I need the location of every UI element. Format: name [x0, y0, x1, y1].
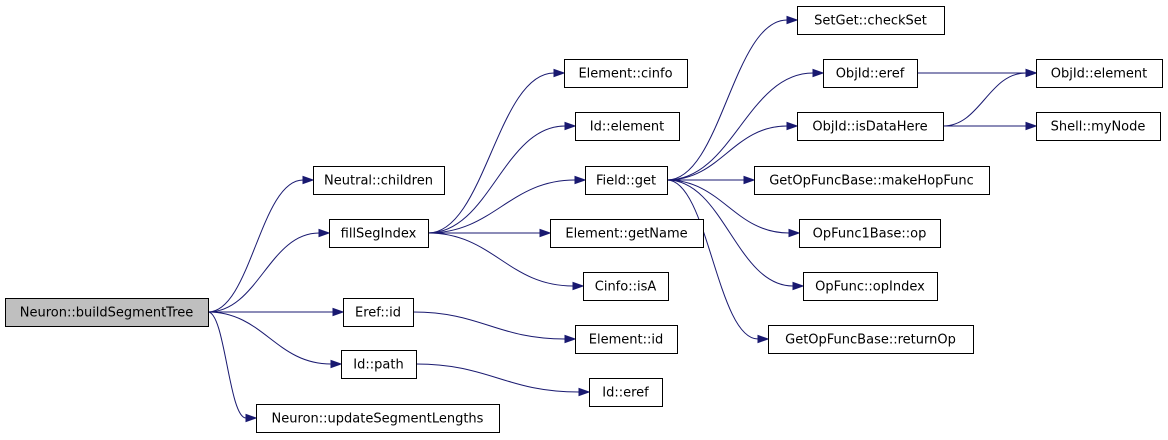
edges-layer [207, 15, 1038, 423]
edge-root-to-erefid [207, 307, 345, 317]
node-box [1036, 112, 1161, 141]
edge-fieldget-to-objeref [666, 68, 825, 181]
node-label: OpFunc1Base::op [813, 227, 927, 242]
node-children[interactable]: Neutral::children [313, 166, 445, 195]
node-opindex[interactable]: OpFunc::opIndex [803, 272, 938, 301]
edge-isdata-to-objelem [942, 68, 1038, 127]
node-box [341, 350, 417, 379]
node-idpath[interactable]: Id::path [341, 350, 417, 379]
node-label: Neuron::updateSegmentLengths [272, 412, 484, 427]
node-box [5, 298, 209, 327]
edge-idpath-to-ideref [415, 363, 591, 397]
node-box [329, 219, 429, 248]
node-label: GetOpFuncBase::makeHopFunc [769, 174, 974, 189]
node-getname[interactable]: Element::getName [550, 219, 704, 248]
node-isdata[interactable]: ObjId::isDataHere [797, 112, 944, 141]
node-label: Neutral::children [324, 174, 433, 189]
node-label: Shell::myNode [1051, 120, 1146, 135]
edge-root-to-idpath [207, 311, 343, 369]
node-label: Id::path [353, 358, 403, 373]
edge-fillSeg-to-getname [428, 228, 552, 238]
node-box [343, 298, 414, 327]
node-box [754, 166, 990, 195]
edge-root-to-fillSeg [207, 228, 331, 313]
node-ideref[interactable]: Id::eref [589, 378, 663, 407]
node-box [313, 166, 445, 195]
node-box [797, 112, 944, 141]
node-idelement[interactable]: Id::element [575, 112, 680, 141]
node-objeref[interactable]: ObjId::eref [823, 59, 918, 88]
node-box [550, 219, 704, 248]
node-checkset[interactable]: SetGet::checkSet [797, 6, 945, 35]
node-label: Element::cinfo [578, 67, 672, 82]
edge-objeref-to-objelem [917, 68, 1038, 78]
node-box [575, 112, 680, 141]
node-objelem[interactable]: ObjId::element [1036, 59, 1163, 88]
edge-fieldget-to-isdata [666, 121, 799, 181]
node-box [1036, 59, 1163, 88]
node-root[interactable]: Neuron::buildSegmentTree [5, 298, 209, 327]
node-box [583, 272, 669, 301]
node-erefid[interactable]: Eref::id [343, 298, 414, 327]
node-box [803, 272, 938, 301]
node-mynode[interactable]: Shell::myNode [1036, 112, 1161, 141]
node-box [256, 404, 500, 433]
node-label: Element::getName [565, 227, 687, 242]
node-label: Cinfo::isA [595, 280, 657, 295]
nodes-layer: Neuron::buildSegmentTree Neutral::childre… [5, 6, 1163, 433]
node-label: Element::id [589, 333, 663, 348]
node-makehop[interactable]: GetOpFuncBase::makeHopFunc [754, 166, 990, 195]
edge-fieldget-to-checkset [666, 15, 799, 181]
node-label: OpFunc::opIndex [815, 280, 925, 295]
edge-root-to-children [207, 175, 315, 313]
node-isA[interactable]: Cinfo::isA [583, 272, 669, 301]
node-label: Field::get [596, 174, 656, 189]
node-label: ObjId::isDataHere [812, 120, 927, 135]
edge-fillSeg-to-fieldget [427, 175, 587, 234]
node-elemid[interactable]: Element::id [575, 325, 678, 354]
node-retop[interactable]: GetOpFuncBase::returnOp [768, 325, 974, 354]
node-box [589, 378, 663, 407]
node-box [823, 59, 918, 88]
node-fillSeg[interactable]: fillSegIndex [329, 219, 429, 248]
node-label: Id::eref [602, 386, 649, 401]
node-box [797, 6, 945, 35]
edge-fillSeg-to-idelement [427, 121, 577, 234]
edge-fieldget-to-retop [666, 179, 770, 344]
node-label: GetOpFuncBase::returnOp [785, 333, 956, 348]
node-label: Eref::id [355, 306, 401, 321]
edge-fieldget-to-opindex [666, 179, 805, 291]
node-box [564, 59, 688, 88]
node-cinfo[interactable]: Element::cinfo [564, 59, 688, 88]
node-op[interactable]: OpFunc1Base::op [799, 219, 941, 248]
node-box [585, 166, 668, 195]
node-label: ObjId::element [1051, 67, 1148, 82]
edge-root-to-upd [207, 311, 258, 423]
edge-isdata-to-mynode [943, 121, 1038, 131]
edge-fillSeg-to-cinfo [427, 68, 566, 234]
node-box [799, 219, 941, 248]
edge-fieldget-to-op [666, 179, 801, 238]
node-label: Neuron::buildSegmentTree [20, 306, 194, 321]
node-label: ObjId::eref [836, 67, 905, 82]
node-label: Id::element [590, 120, 664, 135]
edge-erefid-to-elemid [412, 311, 577, 344]
node-fieldget[interactable]: Field::get [585, 166, 668, 195]
node-label: fillSegIndex [341, 227, 417, 242]
node-label: SetGet::checkSet [814, 14, 927, 29]
node-upd[interactable]: Neuron::updateSegmentLengths [256, 404, 500, 433]
edge-fillSeg-to-isA [427, 232, 585, 291]
node-box [768, 325, 974, 354]
node-box [575, 325, 678, 354]
